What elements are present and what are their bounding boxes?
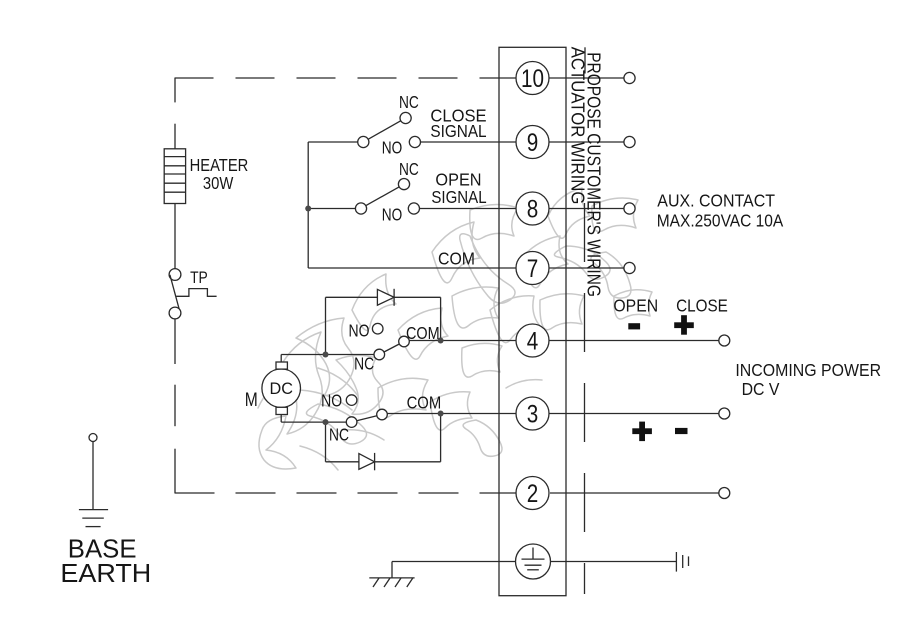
svg-text:HEATER: HEATER [190, 155, 249, 175]
svg-text:NC: NC [329, 424, 349, 444]
svg-text:4: 4 [527, 328, 539, 356]
svg-text:30W: 30W [203, 173, 234, 193]
svg-text:TP: TP [190, 269, 208, 287]
svg-text:EARTH: EARTH [60, 558, 151, 588]
svg-text:COM: COM [406, 323, 440, 343]
svg-text:BASE: BASE [68, 534, 137, 564]
svg-text:NC: NC [399, 159, 419, 179]
svg-text:SIGNAL: SIGNAL [431, 187, 486, 207]
svg-text:ACTUATOR WIRING: ACTUATOR WIRING [568, 47, 588, 205]
svg-text:3: 3 [527, 401, 539, 429]
svg-text:COM: COM [407, 392, 442, 412]
svg-text:8: 8 [527, 196, 539, 224]
svg-text:PROPOSE CUSTOMER'S WIRING: PROPOSE CUSTOMER'S WIRING [584, 52, 604, 297]
svg-text:COM: COM [438, 248, 475, 268]
svg-text:NO: NO [321, 390, 342, 410]
svg-text:M: M [245, 390, 258, 411]
svg-text:AUX. CONTACT: AUX. CONTACT [657, 191, 775, 211]
svg-text:NO: NO [382, 204, 403, 224]
svg-text:INCOMING POWER: INCOMING POWER [735, 360, 881, 380]
svg-text:10: 10 [521, 65, 544, 93]
svg-text:SIGNAL: SIGNAL [430, 121, 486, 141]
svg-text:OPEN: OPEN [435, 170, 481, 190]
svg-text:NC: NC [399, 92, 419, 112]
svg-text:DC: DC [270, 380, 294, 398]
svg-text:9: 9 [527, 129, 539, 157]
svg-text:CLOSE: CLOSE [676, 295, 728, 315]
svg-text:2: 2 [527, 480, 539, 508]
svg-text:CLOSE: CLOSE [430, 105, 486, 125]
svg-text:OPEN: OPEN [613, 295, 658, 315]
svg-text:NC: NC [354, 354, 374, 374]
svg-text:NO: NO [382, 137, 403, 157]
svg-text:7: 7 [527, 255, 539, 283]
svg-text:DC V: DC V [742, 379, 780, 399]
svg-text:NO: NO [349, 321, 370, 341]
svg-text:MAX.250VAC 10A: MAX.250VAC 10A [657, 211, 784, 231]
